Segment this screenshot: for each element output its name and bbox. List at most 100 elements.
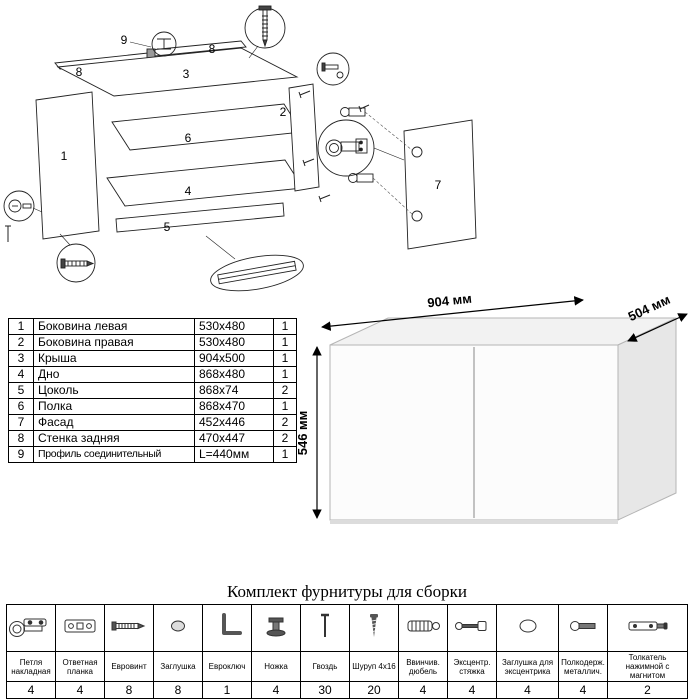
screw-icon <box>370 613 378 637</box>
exploded-view-diagram: 9 8 8 3 1 2 6 4 5 7 <box>3 5 477 292</box>
part-number: 6 <box>8 398 34 415</box>
hw-icon-cell <box>104 604 154 652</box>
cabinet-base-shadow <box>330 520 618 524</box>
hardware-icon-row <box>6 604 688 652</box>
part-name: Цоколь <box>33 382 195 399</box>
part-size: 868x470 <box>194 398 274 415</box>
hardware-table: Петля накладная Ответная планка Евровинт… <box>6 604 688 699</box>
part-size: L=440мм <box>194 446 274 463</box>
parts-table-row: 4 Дно 868x480 1 <box>8 366 297 383</box>
part-name: Боковина правая <box>33 334 195 351</box>
dowel-icon <box>407 620 440 631</box>
hw-name: Петля накладная <box>6 651 56 682</box>
cabinet-top-face <box>329 317 677 346</box>
hw-icon-cell <box>55 604 105 652</box>
hexkey-icon <box>222 612 242 635</box>
hw-icon-cell <box>447 604 497 652</box>
parts-table-row: 6 Полка 868x470 1 <box>8 398 297 415</box>
part-name: Боковина левая <box>33 318 195 335</box>
cam-cap-icon <box>519 619 536 632</box>
mini-screws <box>298 90 370 203</box>
callout-profile-section <box>151 31 177 57</box>
callout-cam-lock <box>3 190 35 222</box>
hw-icon-cell <box>607 604 688 652</box>
hw-name: Ножка <box>251 651 301 682</box>
hw-icon-cell <box>496 604 559 652</box>
hw-icon-cell <box>558 604 608 652</box>
hw-qty: 30 <box>300 681 350 699</box>
part-3-top-panel <box>56 47 299 97</box>
part-number: 4 <box>8 366 34 383</box>
part-qty: 2 <box>273 382 297 399</box>
part-label-1: 1 <box>61 149 68 163</box>
part-label-3: 3 <box>183 67 190 81</box>
part-number: 5 <box>8 382 34 399</box>
hw-qty: 8 <box>153 681 203 699</box>
part-qty: 1 <box>273 446 297 463</box>
part-label-5: 5 <box>164 220 171 234</box>
parts-table-row: 9 Профиль соединительный L=440мм 1 <box>8 446 297 463</box>
depth-dimension-arrow <box>627 313 688 342</box>
shelf-pin-icon <box>570 620 596 631</box>
assembly-guide-lines <box>364 111 413 215</box>
part-label-9: 9 <box>121 33 128 47</box>
hw-name: Евровинт <box>104 651 154 682</box>
callout-eurovint <box>244 5 286 49</box>
hw-qty: 1 <box>202 681 252 699</box>
parts-table-row: 8 Стенка задняя 470x447 2 <box>8 430 297 447</box>
hw-qty: 4 <box>398 681 448 699</box>
hw-icon-cell <box>153 604 203 652</box>
callout-profile <box>210 254 304 292</box>
part-name: Крыша <box>33 350 195 367</box>
part-name: Стенка задняя <box>33 430 195 447</box>
callout-minifix <box>316 52 350 86</box>
push-latch-icon <box>628 621 667 630</box>
part-qty: 1 <box>273 366 297 383</box>
parts-table-row: 7 Фасад 452x446 2 <box>8 414 297 431</box>
part-label-2: 2 <box>280 105 287 119</box>
part-qty: 1 <box>273 350 297 367</box>
part-6-shelf <box>111 103 303 151</box>
cap-icon <box>171 620 185 631</box>
hw-icon-cell <box>398 604 448 652</box>
hw-qty: 20 <box>349 681 399 699</box>
part-number: 7 <box>8 414 34 431</box>
hw-qty: 4 <box>6 681 56 699</box>
parts-table: 1 Боковина левая 530x480 1 2 Боковина пр… <box>8 318 297 463</box>
hw-name: Толкатель нажимной с магнитом <box>607 651 688 682</box>
part-qty: 2 <box>273 414 297 431</box>
nail-icon <box>321 613 329 637</box>
hw-name: Гвоздь <box>300 651 350 682</box>
screw-icon <box>5 225 11 242</box>
hardware-qty-row: 4 4 8 8 1 4 30 20 4 4 4 4 2 <box>6 681 688 699</box>
hw-name: Евроключ <box>202 651 252 682</box>
hw-icon-cell <box>349 604 399 652</box>
part-name: Профиль соединительный <box>33 446 195 463</box>
part-label-7: 7 <box>435 178 442 192</box>
part-name: Дно <box>33 366 195 383</box>
hw-name: Ввинчив. дюбель <box>398 651 448 682</box>
hw-name: Полкодерж. металлич. <box>558 651 608 682</box>
door-hinge-cups <box>411 146 423 222</box>
hinge-hardware <box>340 107 374 183</box>
hw-name: Заглушка для эксцентрика <box>496 651 559 682</box>
part-label-6: 6 <box>185 131 192 145</box>
hw-icon-cell <box>300 604 350 652</box>
part-number: 8 <box>8 430 34 447</box>
part-qty: 1 <box>273 334 297 351</box>
part-qty: 2 <box>273 430 297 447</box>
hw-name: Шуруп 4x16 <box>349 651 399 682</box>
hw-qty: 4 <box>251 681 301 699</box>
cam-bolt-icon <box>455 620 487 631</box>
part-label-8a: 8 <box>76 65 83 79</box>
hw-qty: 8 <box>104 681 154 699</box>
hw-qty: 4 <box>55 681 105 699</box>
hw-name: Ответная планка <box>55 651 105 682</box>
eurovint-icon <box>111 621 146 630</box>
part-5-plinth <box>115 202 285 233</box>
hw-name: Эксцентр. стяжка <box>447 651 497 682</box>
leg-icon <box>266 617 286 636</box>
part-number: 3 <box>8 350 34 367</box>
part-size: 904x500 <box>194 350 274 367</box>
